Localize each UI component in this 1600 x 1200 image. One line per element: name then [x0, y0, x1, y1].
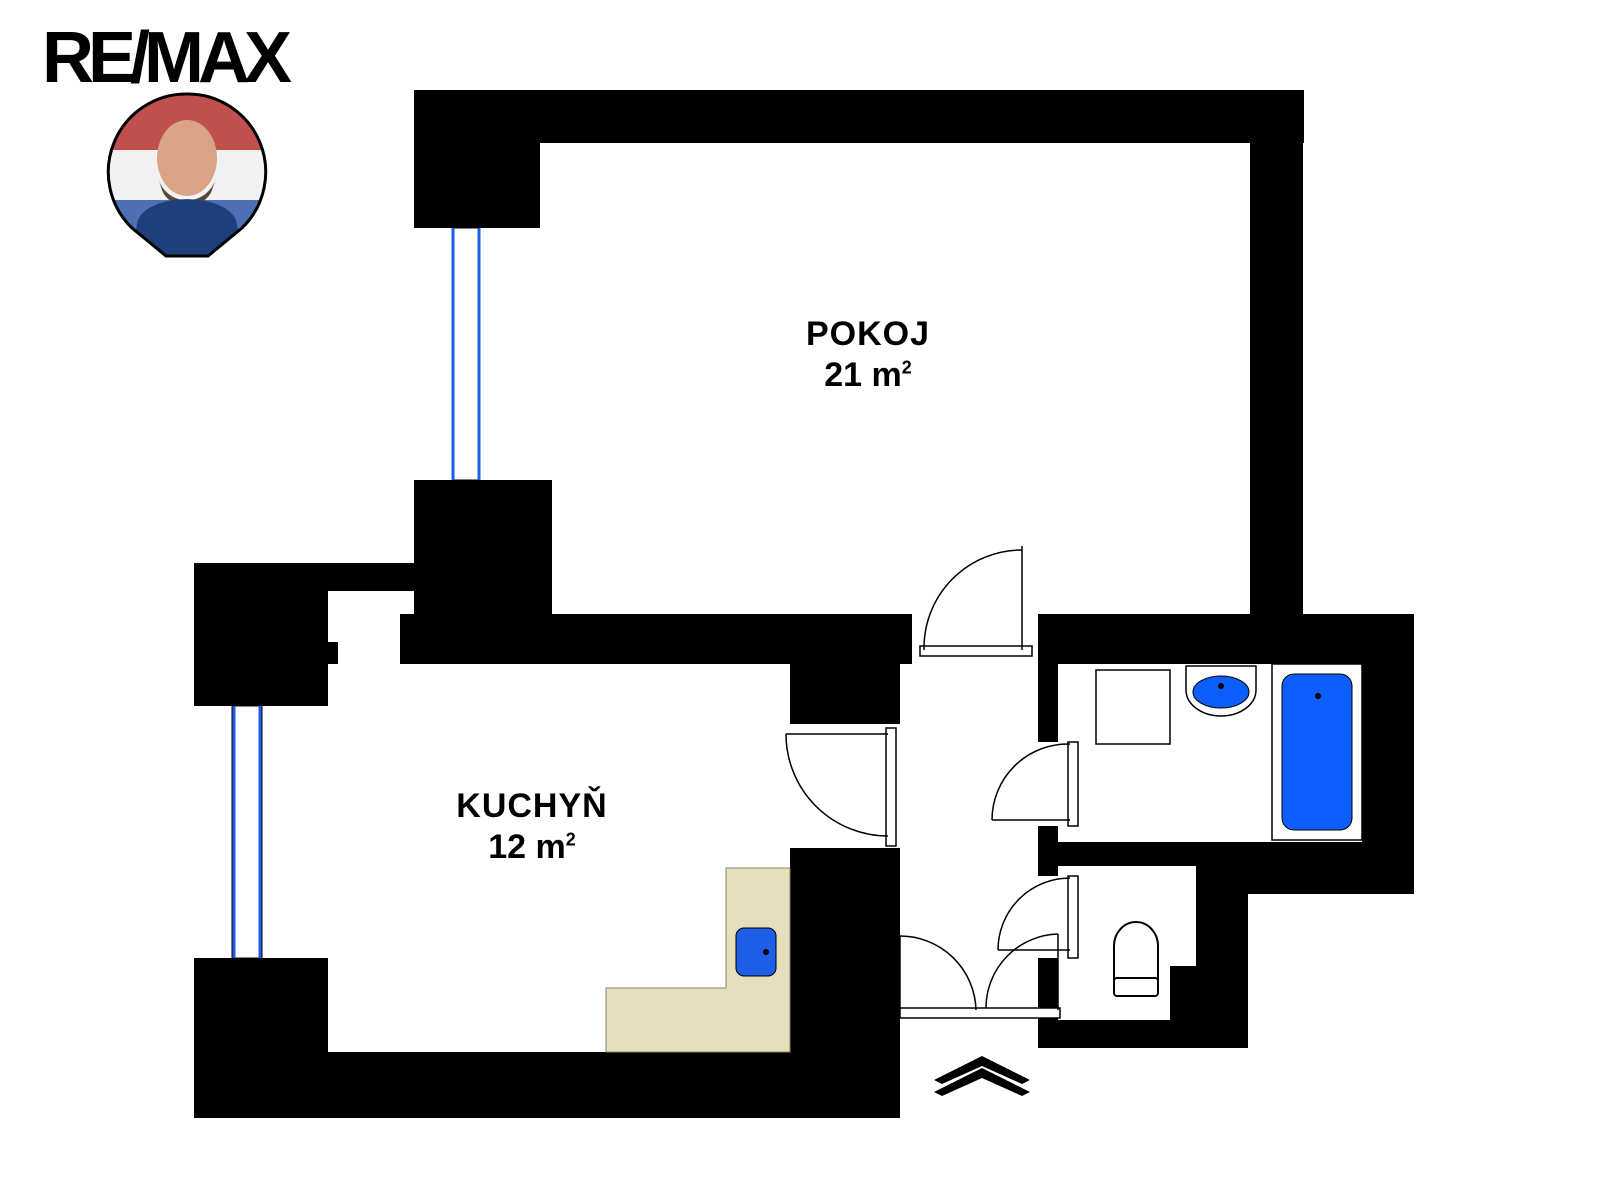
door-icon — [785, 727, 897, 847]
room-label-pokoj: POKOJ 21 m2 — [768, 314, 968, 396]
room-area: 21 m2 — [824, 355, 912, 394]
door-icon — [919, 546, 1033, 657]
window-icon — [451, 227, 481, 481]
wall — [400, 642, 410, 664]
door-icon — [991, 741, 1079, 827]
logo-text: RE/MAX — [42, 18, 292, 98]
remax-logo: RE/MAX — [42, 22, 292, 94]
door-icon — [899, 933, 1061, 1019]
wall — [400, 614, 912, 664]
room-area: 12 m2 — [488, 827, 576, 866]
wall — [1038, 826, 1058, 876]
room-name: KUCHYŇ — [456, 787, 608, 825]
wall — [1250, 90, 1303, 620]
wall — [1362, 664, 1414, 844]
wall — [790, 848, 900, 1118]
doors — [785, 546, 1079, 1019]
toilet-icon — [1113, 921, 1159, 997]
kitchen-sink-icon — [735, 927, 777, 977]
wall — [1058, 842, 1414, 866]
wall — [1038, 614, 1058, 742]
wall — [1038, 614, 1414, 664]
kitchen-counter — [605, 867, 791, 1053]
wall — [194, 563, 328, 706]
sink-icon — [1185, 665, 1257, 717]
wall — [1248, 866, 1414, 894]
washing-machine — [1095, 669, 1171, 745]
wall — [880, 664, 900, 718]
wall — [320, 642, 338, 664]
door-icon — [997, 875, 1079, 959]
fixtures — [605, 663, 1363, 1053]
window-icon — [231, 705, 263, 959]
room-name: POKOJ — [805, 315, 931, 353]
wall — [414, 90, 540, 228]
bathtub-icon — [1271, 663, 1363, 841]
wall — [194, 1052, 900, 1118]
windows — [231, 227, 481, 959]
walls — [194, 90, 1414, 1118]
room-label-kuchyn: KUCHYŇ 12 m2 — [432, 786, 632, 868]
agent-photo — [106, 92, 268, 258]
wall — [1038, 1020, 1248, 1048]
entrance-arrow-icon — [934, 1056, 1030, 1096]
wall — [414, 90, 1304, 143]
